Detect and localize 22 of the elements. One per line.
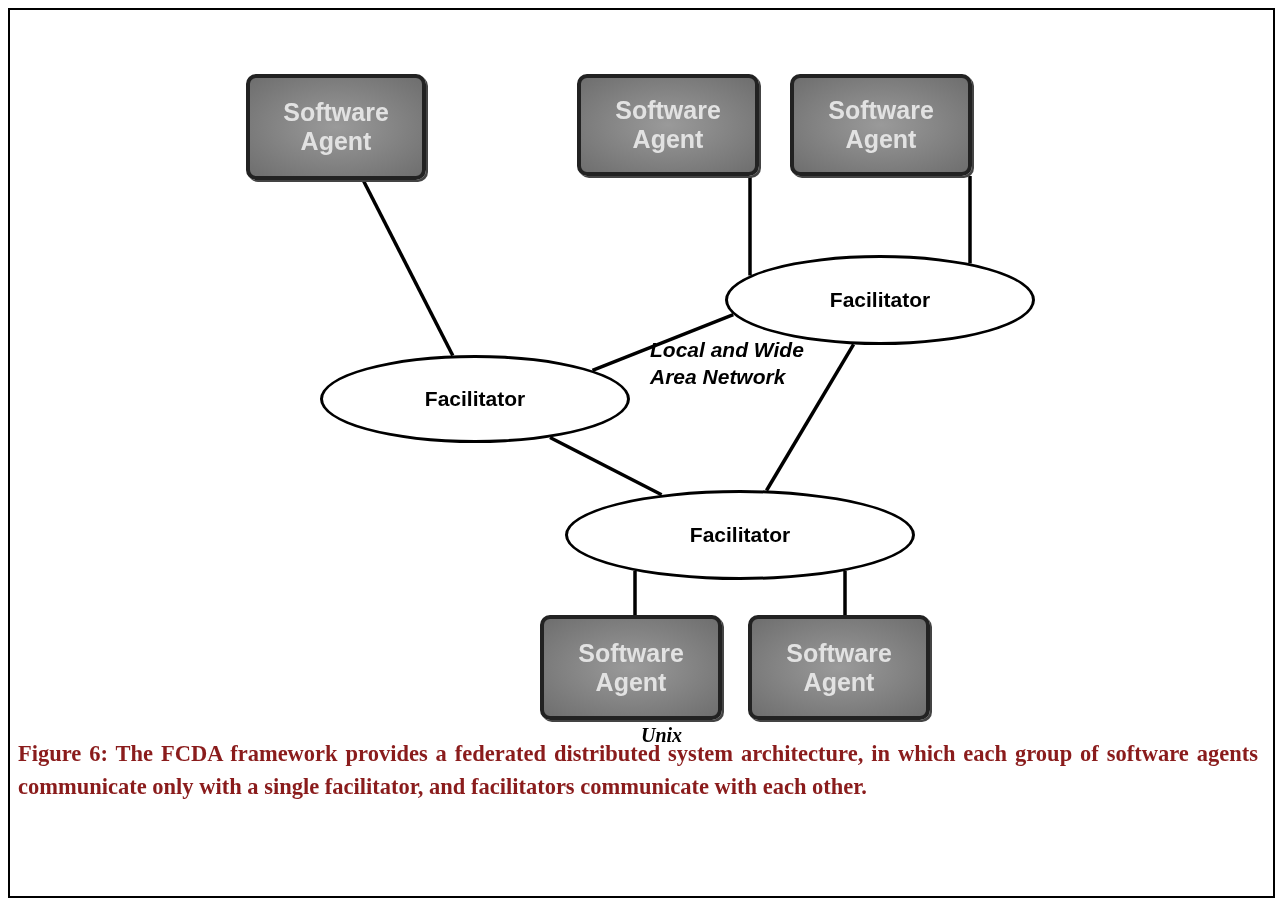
connector-line (361, 179, 455, 357)
agent-box (748, 615, 930, 720)
node-label: Software Agent (614, 96, 722, 154)
connector-line (765, 343, 856, 492)
connector-line (549, 435, 663, 497)
connector-line (968, 176, 972, 264)
agent-box (540, 615, 722, 720)
node-label: Facilitator (689, 523, 791, 547)
connector-line (843, 571, 847, 615)
agent-box (577, 74, 759, 176)
node-label: Software Agent (577, 638, 685, 697)
agent-box (246, 74, 426, 180)
node-label: Facilitator (829, 288, 931, 312)
node-label: Software Agent (282, 98, 390, 156)
agent-box (790, 74, 972, 176)
network-label: Local and Wide Area Network (650, 337, 805, 391)
connector-line (633, 571, 637, 615)
node-label: Software Agent (827, 96, 935, 154)
connector-line (748, 176, 752, 276)
node-label: Facilitator (424, 387, 526, 411)
node-label: Software Agent (785, 638, 893, 697)
connector-line (591, 312, 734, 372)
